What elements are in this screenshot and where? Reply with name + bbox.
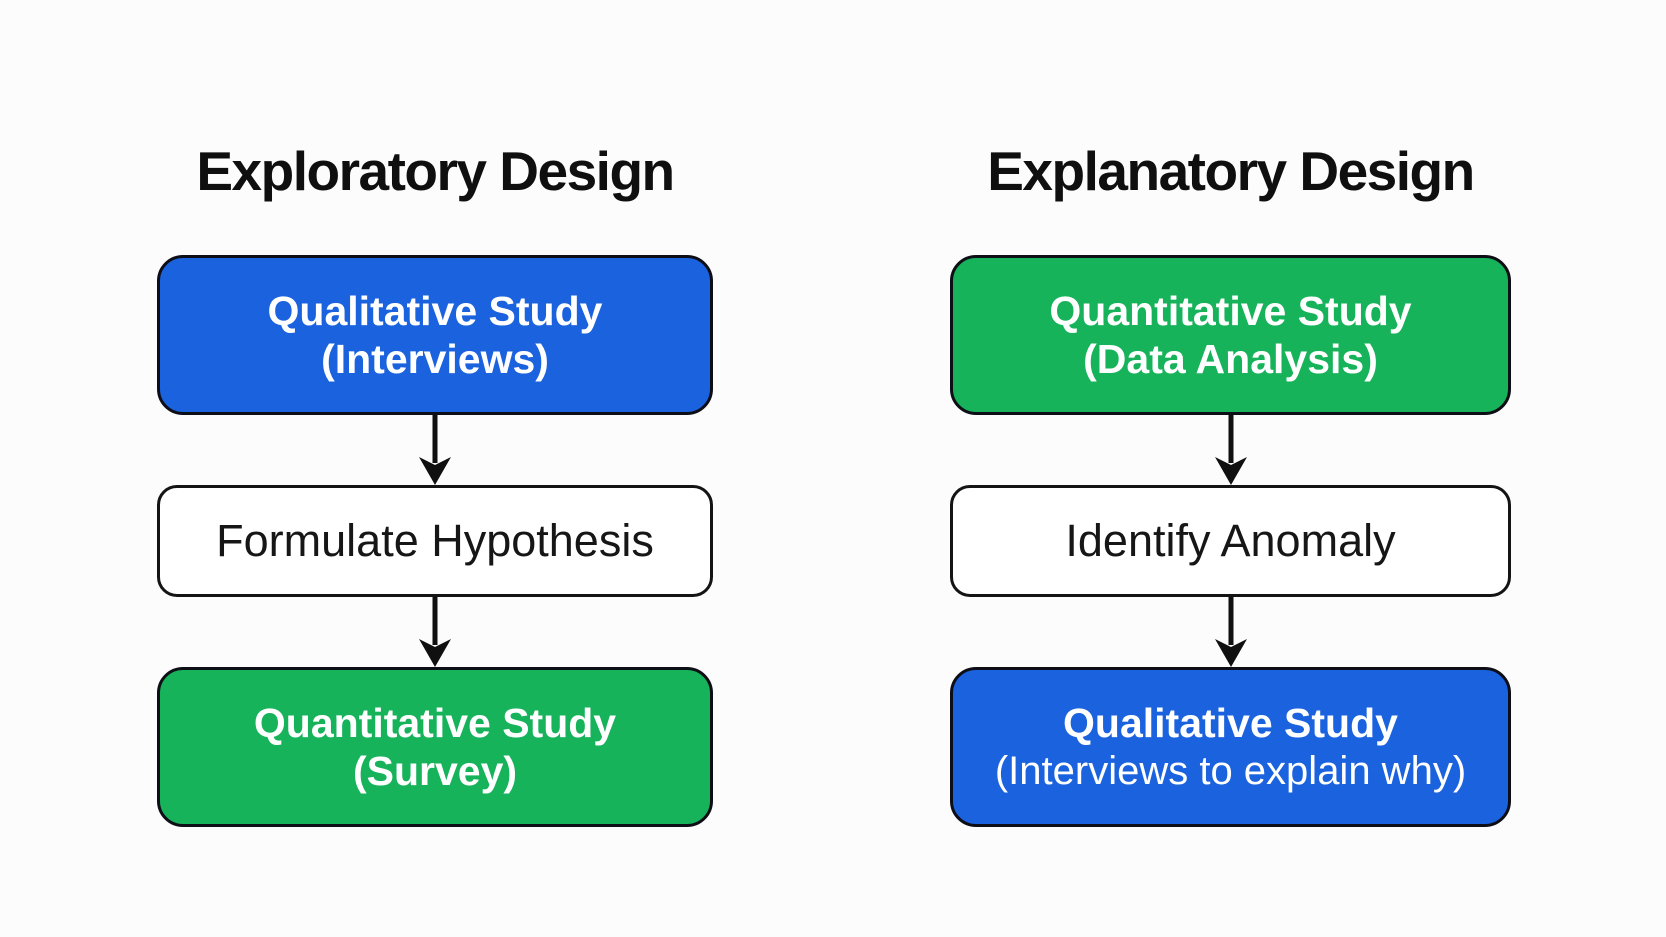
arrow-down-icon: [413, 415, 457, 485]
arrow-down-icon: [1209, 597, 1253, 667]
step-box-quantitative-survey: Quantitative Study (Survey): [157, 667, 713, 827]
arrow-down-icon: [413, 597, 457, 667]
step-label-line1: Qualitative Study: [267, 287, 603, 334]
step-box-qualitative-explain-why: Qualitative Study (Interviews to explain…: [950, 667, 1511, 827]
step-box-quantitative-data-analysis: Quantitative Study (Data Analysis): [950, 255, 1511, 415]
step-label-line2: (Survey): [352, 748, 518, 794]
explanatory-title: Explanatory Design: [987, 140, 1475, 202]
step-label-line1: Formulate Hypothesis: [216, 515, 654, 567]
step-label-line1: Quantitative Study: [253, 699, 617, 746]
step-label-line2: (Interviews to explain why): [994, 748, 1467, 793]
exploratory-title: Exploratory Design: [196, 140, 675, 202]
step-label-line2: (Data Analysis): [1083, 336, 1378, 382]
arrow-down-icon: [1209, 415, 1253, 485]
step-label-line2: (Interviews): [321, 336, 549, 382]
step-box-identify-anomaly: Identify Anomaly: [950, 485, 1511, 597]
step-box-formulate-hypothesis: Formulate Hypothesis: [157, 485, 713, 597]
step-label-line1: Qualitative Study: [1063, 700, 1398, 747]
step-label-line1: Quantitative Study: [1049, 287, 1412, 334]
step-box-qualitative-interviews: Qualitative Study (Interviews): [157, 255, 713, 415]
explanatory-column: Explanatory Design Quantitative Study (D…: [950, 140, 1511, 827]
step-label-line1: Identify Anomaly: [1065, 515, 1396, 567]
exploratory-column: Exploratory Design Qualitative Study (In…: [157, 140, 713, 827]
